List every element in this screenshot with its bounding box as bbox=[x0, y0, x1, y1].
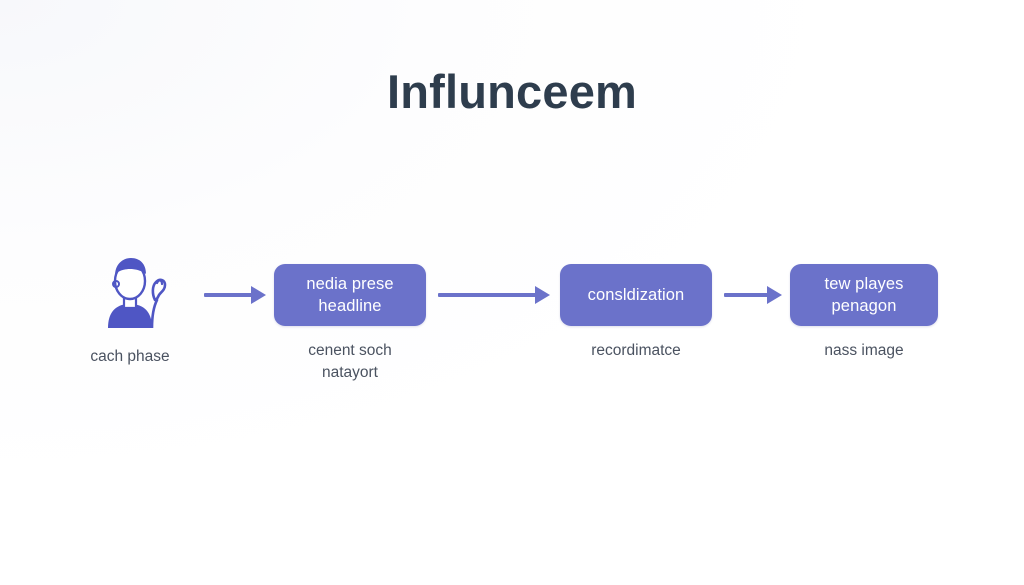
person-raising-hand-icon bbox=[108, 258, 167, 328]
caption-line1: cenent soch bbox=[308, 342, 392, 359]
flow-node-caption: nass image bbox=[824, 342, 904, 359]
flow-box-label-line1: tew playes bbox=[824, 275, 904, 293]
flow-box-label-line2: penagon bbox=[831, 297, 897, 315]
arrow-head-icon bbox=[535, 286, 550, 304]
arrow-line bbox=[724, 293, 768, 297]
arrow-line bbox=[204, 293, 252, 297]
page-title: Influnceem bbox=[386, 65, 638, 118]
flow-node-caption: recordimatce bbox=[591, 342, 681, 359]
flow-node-caption: cenent soch natayort bbox=[274, 340, 426, 384]
flow-arrow-2 bbox=[438, 286, 550, 304]
arrow-head-icon bbox=[251, 286, 266, 304]
flow-box-label: nedia prese headline bbox=[306, 273, 393, 317]
flow-node-consolidation: consldization recordimatce bbox=[560, 246, 712, 362]
flow-box-label: consldization bbox=[587, 286, 685, 304]
flow-box-label-line1: nedia prese bbox=[306, 275, 394, 293]
caption-line2: natayort bbox=[321, 364, 378, 381]
flow-arrow-1 bbox=[204, 286, 266, 304]
flow-box-label-line2: headline bbox=[318, 297, 382, 315]
arrow-head-icon bbox=[767, 286, 782, 304]
arrow-line bbox=[438, 293, 536, 297]
process-flow: cach phase nedia prese headline cenent s… bbox=[0, 246, 1024, 406]
flow-node-new-players: tew playes penagon nass image bbox=[790, 246, 938, 362]
flow-box-label: tew playes penagon bbox=[825, 273, 904, 317]
flow-node-media-press-headline: nedia prese headline cenent soch natayor… bbox=[274, 246, 426, 384]
flow-box[interactable]: tew playes penagon bbox=[790, 264, 938, 326]
flow-arrow-3 bbox=[724, 286, 782, 304]
flow-box[interactable]: nedia prese headline bbox=[274, 264, 426, 326]
flow-node-person: cach phase bbox=[60, 246, 200, 368]
flow-box[interactable]: consldization bbox=[560, 264, 712, 326]
flow-node-caption: cach phase bbox=[90, 348, 170, 365]
